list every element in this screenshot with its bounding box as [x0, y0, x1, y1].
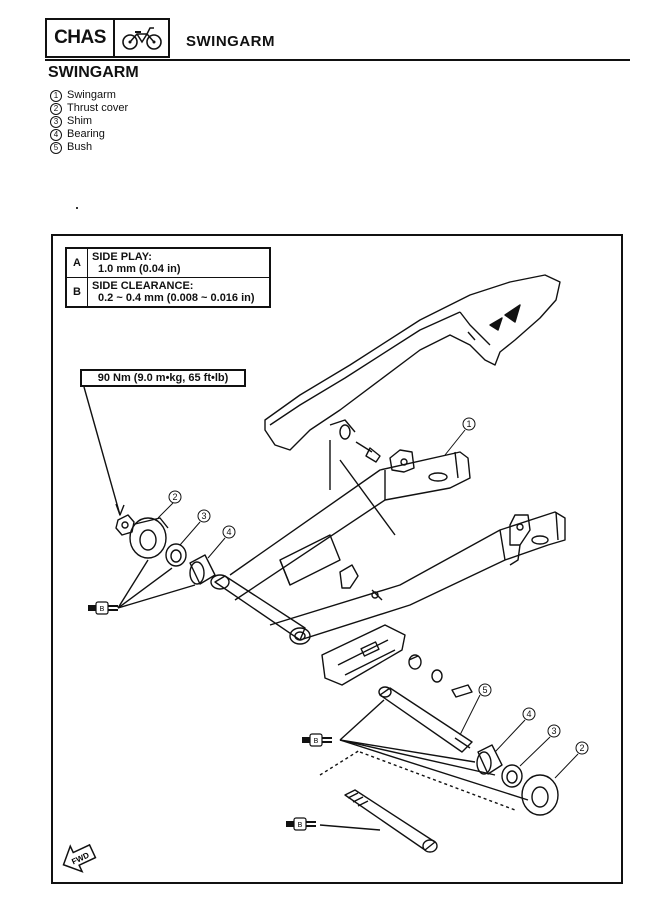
legend-label: Shim [67, 115, 93, 127]
legend-item: 2 Thrust cover [50, 102, 128, 115]
legend-item: 1 Swingarm [50, 89, 128, 102]
callout-3: 3 [201, 511, 206, 521]
page-title: SWINGARM [186, 33, 275, 50]
chain-guard-drawing [264, 274, 561, 473]
callout-4: 4 [526, 709, 531, 719]
spec-value: 1.0 mm (0.04 in) [98, 263, 181, 275]
spec-value: 0.2 ~ 0.4 mm (0.008 ~ 0.016 in) [98, 292, 255, 304]
motorcycle-icon [115, 20, 168, 56]
callout-2: 2 [579, 743, 584, 753]
spec-cell: SIDE CLEARANCE: 0.2 ~ 0.4 mm (0.008 ~ 0.… [87, 277, 271, 308]
torque-spec: 90 Nm (9.0 m•kg, 65 ft•lb) [80, 369, 246, 387]
left-pivot-parts [83, 386, 216, 585]
spec-label: SIDE CLEARANCE: [92, 280, 194, 292]
callout-3: 3 [551, 726, 556, 736]
grease-symbol: B [286, 817, 316, 831]
callout-2: 2 [172, 492, 177, 502]
lower-pivot-parts [319, 654, 559, 853]
grease-symbol: B [302, 733, 332, 747]
section-title: SWINGARM [48, 64, 139, 81]
lube-label: B [314, 738, 319, 745]
chapter-badge: CHAS [45, 18, 170, 58]
legend-number: 4 [50, 128, 62, 141]
legend-number: 1 [50, 89, 62, 102]
legend-label: Bush [67, 141, 93, 153]
legend-item: 4 Bearing [50, 128, 128, 141]
lube-label: B [298, 822, 303, 829]
grease-symbol: B [88, 601, 118, 615]
chapter-code: CHAS [47, 20, 115, 56]
chain-slider-drawing [321, 624, 406, 686]
parts-legend: 1 Swingarm 2 Thrust cover 3 Shim 4 Bearing 5… [50, 89, 128, 154]
part-callouts [157, 417, 589, 779]
callout-numbers: 1 2 3 4 5 4 3 2 [172, 419, 584, 753]
legend-number: 2 [50, 102, 62, 115]
lube-leader-lines [117, 559, 529, 831]
legend-number: 3 [50, 115, 62, 128]
callout-5: 5 [482, 685, 487, 695]
spec-table: A SIDE PLAY: 1.0 mm (0.04 in) B SIDE CLE… [65, 247, 271, 308]
legend-label: Bearing [67, 128, 105, 140]
legend-number: 5 [50, 141, 62, 154]
legend-item: 3 Shim [50, 115, 128, 128]
spec-label: SIDE PLAY: [92, 251, 152, 263]
diagram-frame [51, 234, 623, 884]
fwd-arrow-icon: FWD [62, 843, 97, 873]
lube-label: B [100, 606, 105, 613]
swingarm-drawing [210, 440, 566, 645]
header-rule [45, 59, 630, 61]
callout-1: 1 [466, 419, 471, 429]
spec-row: B SIDE CLEARANCE: 0.2 ~ 0.4 mm (0.008 ~ … [65, 277, 271, 308]
callout-4: 4 [226, 527, 231, 537]
legend-item: 5 Bush [50, 141, 128, 154]
legend-label: Thrust cover [67, 102, 129, 114]
scan-speck [76, 207, 78, 209]
legend-label: Swingarm [67, 89, 116, 101]
